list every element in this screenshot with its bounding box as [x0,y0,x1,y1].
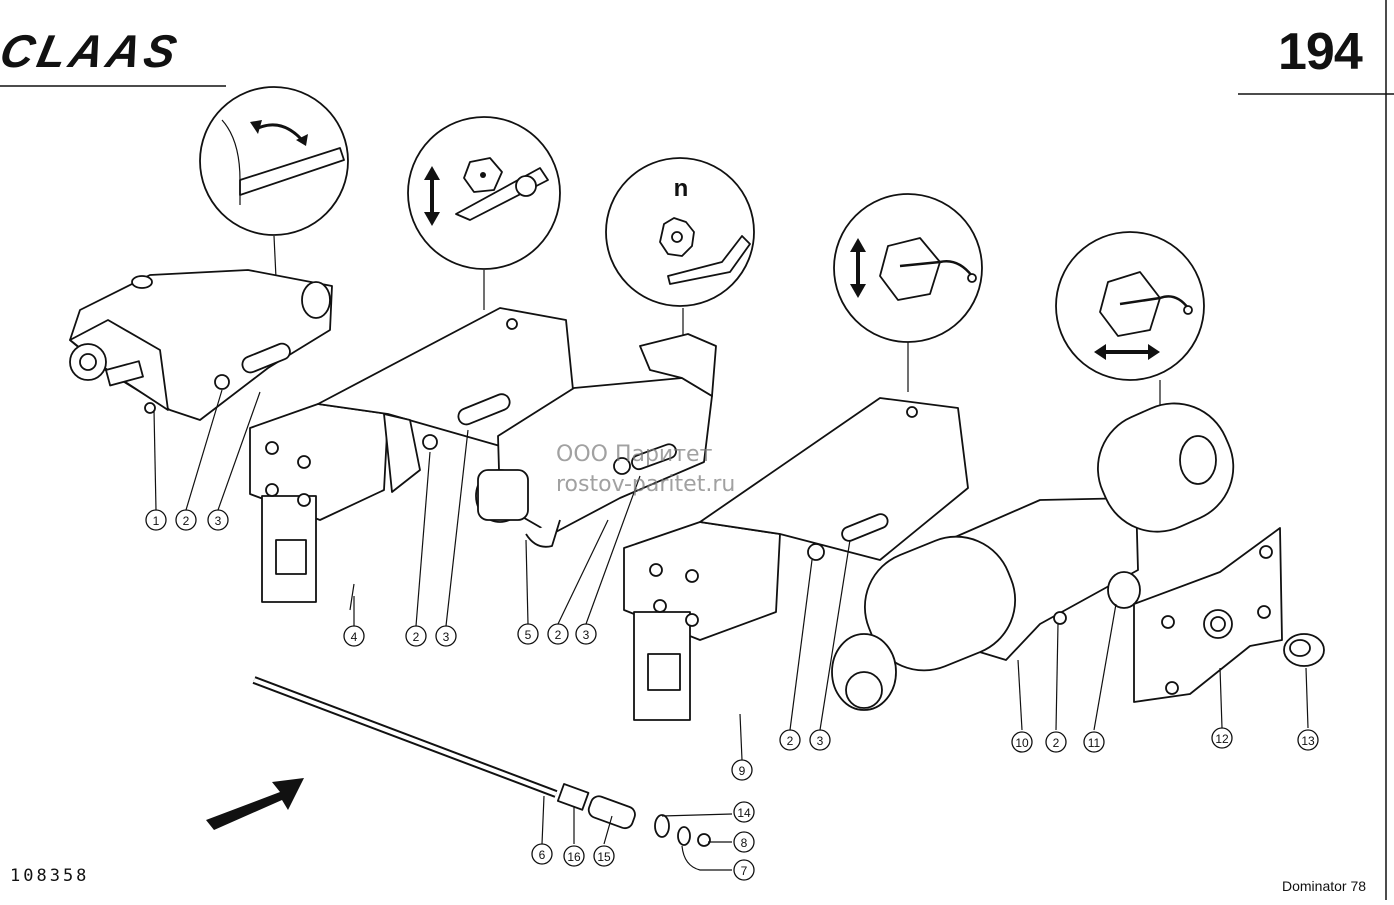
callout-3: 3 [575,623,597,645]
callout-circle [517,623,539,645]
callout-2: 2 [405,625,427,647]
callout-label: 11 [1088,736,1101,750]
callout-label: 2 [183,514,190,528]
valve-block-5 [831,402,1235,711]
callout-label: 2 [413,630,420,644]
claas-logo: CLAAS [0,25,185,76]
callout-10: 10 [1011,731,1033,753]
callout-1: 1 [145,509,167,531]
callout-circle [733,859,755,881]
callout-label: 5 [525,628,532,642]
valve-block-3 [475,333,717,548]
callout-label: 2 [787,734,794,748]
callout-label: 13 [1301,734,1315,748]
callout-circle [175,509,197,531]
callout-16: 16 [563,845,585,867]
height-hexagon-icon [407,116,561,310]
callout-label: 3 [583,628,590,642]
callout-14: 14 [733,801,755,823]
callout-label: 3 [817,734,824,748]
svg-text:n: n [674,175,689,202]
callout-circle [1011,731,1033,753]
fitting-13 [1283,633,1325,667]
callout-circle [593,845,615,867]
callout-3: 3 [435,625,457,647]
callout-circle [1083,731,1105,753]
callout-label: 14 [737,806,751,820]
callout-label: 15 [597,850,611,864]
valve-block-1 [69,269,333,421]
callout-15: 15 [593,845,615,867]
callout-circle [731,759,753,781]
callout-label: 3 [215,514,222,528]
callout-label: 4 [351,630,358,644]
callout-circle [1211,727,1233,749]
callout-circle [563,845,585,867]
callout-label: 8 [741,836,748,850]
callout-circle [531,843,553,865]
callout-label: 12 [1215,732,1229,746]
height-hydraulic-icon [833,193,983,392]
callout-label: 10 [1015,736,1029,750]
callout-circle [343,625,365,647]
callout-7: 7 [733,859,755,881]
callout-circle [809,729,831,751]
callout-5: 5 [517,623,539,645]
callout-label: 2 [555,628,562,642]
callout-circle [733,801,755,823]
valve-block-2 [249,307,575,611]
callout-8: 8 [733,831,755,853]
callout-2: 2 [547,623,569,645]
rpm-n-icon: n [605,157,755,340]
callout-9: 9 [731,759,753,781]
callout-2: 2 [175,509,197,531]
callout-13: 13 [1297,729,1319,751]
callout-circle [1297,729,1319,751]
page-number: 194 [1278,23,1363,81]
callout-label: 2 [1053,736,1060,750]
svg-text:CLAAS: CLAAS [0,25,185,76]
callout-6: 6 [531,843,553,865]
callout-4: 4 [343,625,365,647]
callout-circle [547,623,569,645]
watermark-line-2: rostov-paritet.ru [556,472,736,497]
callout-label: 6 [539,848,546,862]
model-name: Dominator 78 [1282,878,1367,894]
callout-label: 7 [741,864,748,878]
callout-3: 3 [207,509,229,531]
callout-circle [575,623,597,645]
callout-circle [435,625,457,647]
callout-2: 2 [779,729,801,751]
callout-3: 3 [809,729,831,751]
callout-12: 12 [1211,727,1233,749]
tie-rod-assembly [252,676,711,847]
drawing-number: 108358 [10,866,90,886]
valve-block-4 [623,397,969,721]
callout-circle [733,831,755,853]
callout-circle [779,729,801,751]
watermark-line-1: ООО Паритет [556,442,713,467]
callout-2: 2 [1045,731,1067,753]
callout-label: 16 [567,850,581,864]
callout-label: 3 [443,630,450,644]
lateral-hydraulic-icon [1055,231,1205,430]
callout-label: 9 [739,764,746,778]
callout-circle [405,625,427,647]
callout-circle [1045,731,1067,753]
direction-arrow-icon [206,778,304,830]
callout-label: 1 [153,514,160,528]
tilt-arrow-icon [199,86,349,279]
callout-circle [207,509,229,531]
callout-11: 11 [1083,731,1105,753]
watermark: ООО Паритет rostov-paritet.ru [556,440,735,500]
end-plate-12 [1133,527,1283,703]
callout-circle [145,509,167,531]
